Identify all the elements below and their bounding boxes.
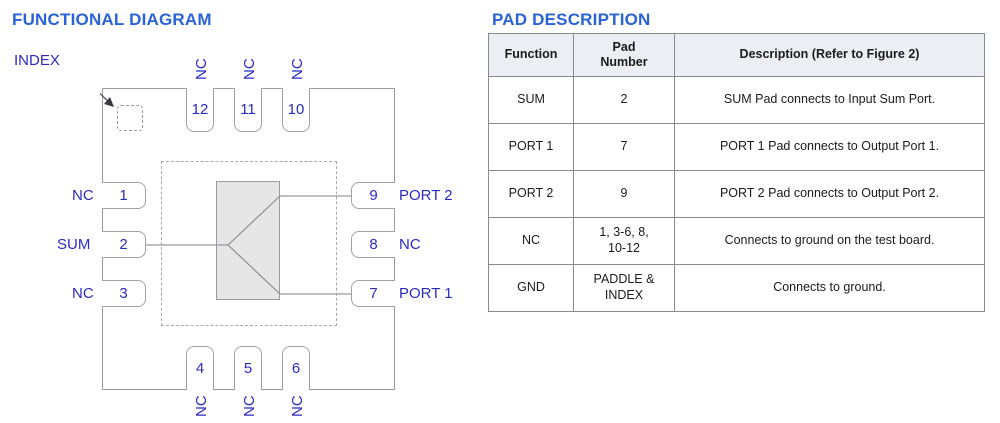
- pad-11[interactable]: 11: [234, 88, 262, 132]
- cell-description: PORT 1 Pad connects to Output Port 1.: [674, 123, 985, 171]
- index-label: INDEX: [14, 52, 60, 69]
- table-header-row: Function Pad Number Description (Refer t…: [488, 33, 985, 77]
- table-row: NC 1, 3-6, 8, 10-12 Connects to ground o…: [488, 217, 985, 265]
- pad-6-signal: NC: [289, 395, 306, 417]
- cell-pad-number: PADDLE & INDEX: [573, 264, 675, 312]
- pad-12[interactable]: 12: [186, 88, 214, 132]
- pad-10-signal: NC: [289, 58, 306, 80]
- pad-4[interactable]: 4: [186, 346, 214, 390]
- table-row: PORT 1 7 PORT 1 Pad connects to Output P…: [488, 123, 985, 171]
- table-row: SUM 2 SUM Pad connects to Input Sum Port…: [488, 76, 985, 124]
- pad-6-number: 6: [291, 360, 301, 377]
- cell-function: NC: [488, 217, 574, 265]
- pad-5-number: 5: [243, 360, 253, 377]
- pad-2-number: 2: [119, 236, 128, 253]
- pad-9[interactable]: 9: [351, 182, 395, 209]
- functional-diagram-panel: FUNCTIONAL DIAGRAM INDEX: [0, 0, 480, 423]
- pad-2-signal: SUM: [57, 236, 91, 253]
- qfn-package-diagram: INDEX 12 NC 11 NC 10 NC 1 NC 2 SUM 3 NC …: [0, 0, 480, 423]
- pad-4-number: 4: [195, 360, 205, 377]
- cell-function: GND: [488, 264, 574, 312]
- cell-pad-number: 7: [573, 123, 675, 171]
- table-row: GND PADDLE & INDEX Connects to ground.: [488, 264, 985, 312]
- pad-8[interactable]: 8: [351, 231, 395, 258]
- pad-7[interactable]: 7: [351, 280, 395, 307]
- cell-pad-number: 1, 3-6, 8, 10-12: [573, 217, 675, 265]
- column-header-pad-number: Pad Number: [573, 33, 675, 77]
- pad-9-number: 9: [369, 187, 378, 204]
- functional-diagram-title: FUNCTIONAL DIAGRAM: [12, 10, 212, 29]
- pad-3-signal: NC: [72, 285, 94, 302]
- pad-1-number: 1: [119, 187, 128, 204]
- pad-6[interactable]: 6: [282, 346, 310, 390]
- cell-function: SUM: [488, 76, 574, 124]
- index-arrow-icon: [100, 92, 114, 107]
- pad-10[interactable]: 10: [282, 88, 310, 132]
- pad-12-signal: NC: [193, 58, 210, 80]
- paddle-dashed-outline: [161, 161, 337, 326]
- pad-8-signal: NC: [399, 236, 421, 253]
- pad-description-title: PAD DESCRIPTION: [492, 10, 651, 29]
- pad-1[interactable]: 1: [102, 182, 146, 209]
- cell-pad-number: 9: [573, 170, 675, 218]
- pad-12-number: 12: [191, 101, 209, 118]
- pad-3-number: 3: [119, 285, 128, 302]
- cell-pad-number: 2: [573, 76, 675, 124]
- cell-function: PORT 2: [488, 170, 574, 218]
- column-header-description: Description (Refer to Figure 2): [674, 33, 985, 77]
- cell-description: SUM Pad connects to Input Sum Port.: [674, 76, 985, 124]
- cell-description: PORT 2 Pad connects to Output Port 2.: [674, 170, 985, 218]
- pad-5[interactable]: 5: [234, 346, 262, 390]
- pad-5-signal: NC: [241, 395, 258, 417]
- pad-description-table: Function Pad Number Description (Refer t…: [488, 33, 985, 312]
- pad-11-signal: NC: [241, 58, 258, 80]
- column-header-function: Function: [488, 33, 574, 77]
- pad-3[interactable]: 3: [102, 280, 146, 307]
- pad-7-signal: PORT 1: [399, 285, 453, 302]
- pad-9-signal: PORT 2: [399, 187, 453, 204]
- index-marker-square: [117, 105, 143, 131]
- table-row: PORT 2 9 PORT 2 Pad connects to Output P…: [488, 170, 985, 218]
- cell-description: Connects to ground.: [674, 264, 985, 312]
- cell-function: PORT 1: [488, 123, 574, 171]
- splitter-block: [216, 181, 280, 300]
- cell-description: Connects to ground on the test board.: [674, 217, 985, 265]
- pad-11-number: 11: [240, 101, 256, 118]
- pad-description-panel: PAD DESCRIPTION Function Pad Number Desc…: [480, 0, 1000, 423]
- pad-4-signal: NC: [193, 395, 210, 417]
- pad-2[interactable]: 2: [102, 231, 146, 258]
- pad-1-signal: NC: [72, 187, 94, 204]
- pad-7-number: 7: [369, 285, 378, 302]
- pad-8-number: 8: [369, 236, 378, 253]
- pad-10-number: 10: [287, 101, 305, 118]
